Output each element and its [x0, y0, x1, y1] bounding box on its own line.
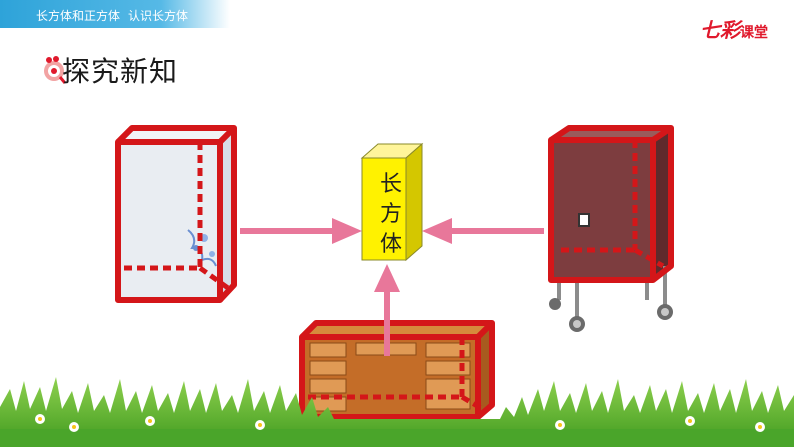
mascot-icon [44, 56, 66, 84]
arrow-up [374, 264, 400, 356]
breadcrumb-course[interactable]: 长方体和正方体 [36, 9, 121, 23]
cabinet-image [548, 125, 674, 332]
cuboid-label: 长 方 体 [368, 170, 414, 260]
section-title: 探究新知 [62, 55, 179, 88]
header-bar [0, 0, 230, 28]
arrow-right [240, 218, 362, 244]
grass-border [0, 377, 794, 447]
brand-logo-mark: 七彩 [700, 18, 740, 42]
arrow-left [422, 218, 544, 244]
brand-logo: 七彩课堂 [700, 14, 768, 42]
freezer-image [115, 125, 237, 303]
cuboid-label-char: 体 [379, 232, 402, 257]
cuboid-box [360, 142, 424, 262]
breadcrumb-lesson[interactable]: 认识长方体 [128, 9, 189, 23]
cuboid-label-char: 长 [379, 172, 402, 197]
brand-logo-text: 课堂 [740, 25, 768, 41]
cuboid-label-char: 方 [379, 202, 402, 227]
